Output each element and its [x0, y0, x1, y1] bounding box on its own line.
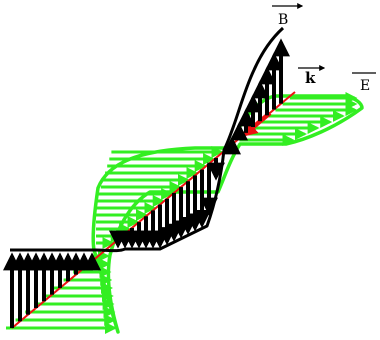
b-label: B	[278, 12, 288, 28]
e-label: E	[360, 78, 370, 94]
magnetic-field-vectors	[12, 42, 281, 328]
k-label-group: k	[298, 68, 324, 87]
k-label: k	[305, 69, 316, 87]
b-label-group: B	[272, 6, 302, 28]
e-label-group: E	[352, 73, 376, 94]
